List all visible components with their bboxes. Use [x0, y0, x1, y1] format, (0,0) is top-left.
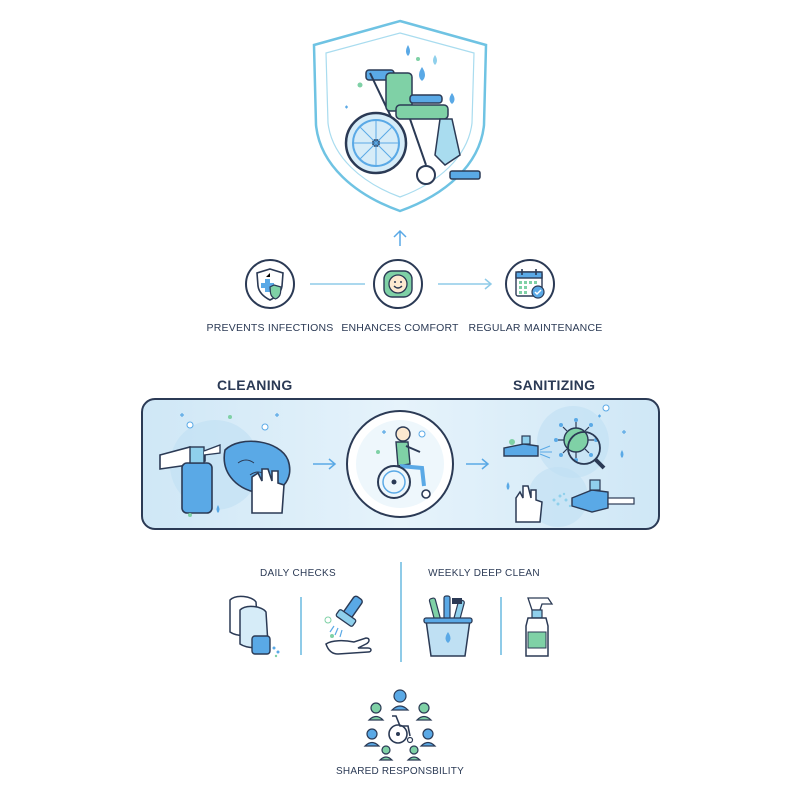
cleaning-bucket-icon	[423, 595, 473, 657]
sanitizing-heading: SANITIZING	[513, 377, 596, 393]
connector-arrow	[438, 278, 493, 290]
shield-cross-icon	[256, 268, 284, 301]
benefit-icon-prevents-infections	[245, 259, 295, 309]
hero-shield	[300, 15, 500, 215]
process-arrow-2	[466, 458, 490, 470]
benefit-icon-regular-maintenance	[505, 259, 555, 309]
weekly-divider	[500, 597, 502, 655]
wipes-icon	[229, 595, 280, 658]
benefit-icon-enhances-comfort	[373, 259, 423, 309]
cleaning-spray-cloth-icon	[159, 413, 291, 517]
connector-line	[310, 283, 365, 285]
daily-divider	[300, 597, 302, 655]
weekly-deep-clean-heading: WEEKLY DEEP CLEAN	[428, 568, 540, 579]
smiling-face-pillow-icon	[383, 270, 413, 298]
wheelchair-user-icon	[356, 420, 444, 508]
calendar-check-icon	[515, 269, 545, 299]
benefit-label-enhances-comfort: ENHANCES COMFORT	[341, 322, 459, 334]
sanitizing-germ-sprayer-icon	[503, 404, 635, 527]
benefit-label-regular-maintenance: REGULAR MAINTENANCE	[468, 322, 603, 334]
daily-checks-heading: DAILY CHECKS	[259, 568, 337, 579]
benefit-label-prevents-infections: PREVENTS INFECTIONS	[206, 322, 334, 334]
process-arrow-1	[313, 458, 337, 470]
arrow-up-icon	[393, 229, 407, 246]
cleaning-heading: CLEANING	[217, 377, 293, 393]
spray-bottle-icon	[525, 597, 554, 657]
hand-brush-icon	[324, 595, 372, 655]
shared-responsibility-label: SHARED RESPONSBILITY	[336, 766, 464, 777]
center-wheelchair-user	[346, 410, 454, 518]
shield-wheelchair-icon	[312, 19, 488, 213]
shared-responsibility-icon	[363, 689, 437, 761]
section-divider	[400, 562, 402, 662]
